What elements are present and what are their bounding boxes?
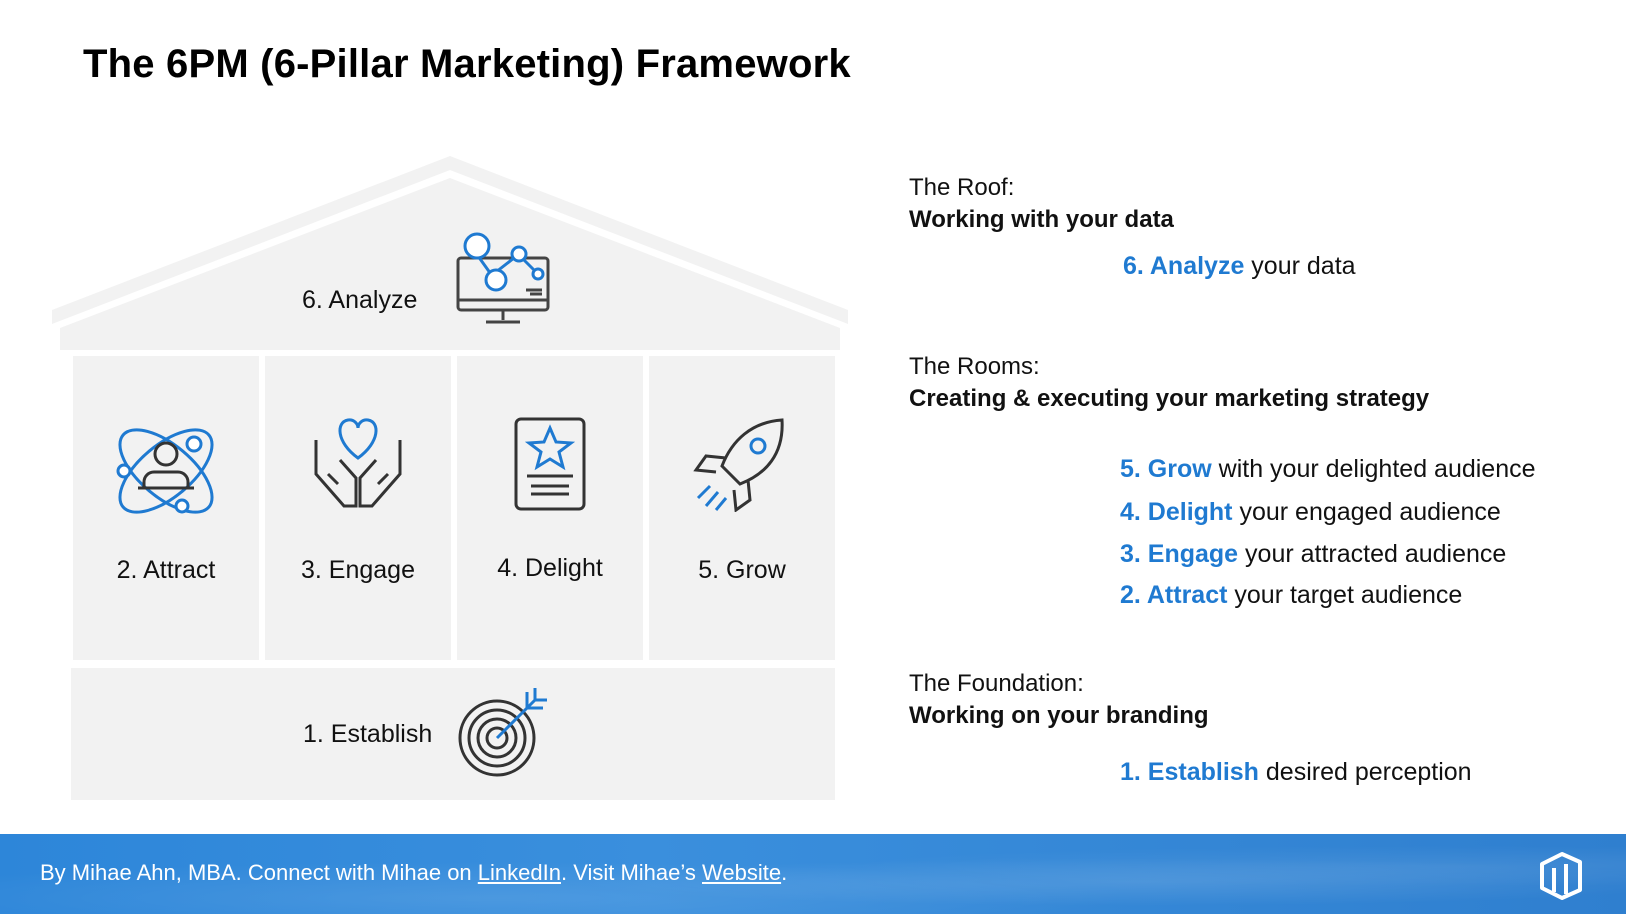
foundation-heading: The Foundation:: [909, 670, 1084, 697]
roof-subheading: Working with your data: [909, 206, 1174, 233]
foundation-subheading: Working on your branding: [909, 702, 1209, 729]
pillar-line-engage: 3. Engage your attracted audience: [1120, 540, 1507, 568]
target-arrow-icon: [457, 686, 549, 783]
rooms-subheading: Creating & executing your marketing stra…: [909, 385, 1430, 412]
linkedin-link[interactable]: LinkedIn: [477, 860, 561, 885]
foundation: 1. Establish: [71, 668, 835, 800]
pillar-line-delight: 4. Delight your engaged audience: [1120, 498, 1501, 526]
room-attract: 2. Attract: [73, 356, 259, 660]
footer-credit: By Mihae Ahn, MBA. Connect with Mihae on…: [40, 860, 788, 885]
house-diagram: 6. Analyze: [0, 0, 860, 810]
pillar-line-analyze: 6. Analyze your data: [1123, 252, 1356, 280]
pillar-line-establish: 1. Establish desired perception: [1120, 758, 1472, 786]
star-document-icon: [457, 416, 643, 526]
room-engage: 3. Engage: [265, 356, 451, 660]
pillar-line-attract: 2. Attract your target audience: [1120, 581, 1463, 609]
pillar-line-grow: 5. Grow with your delighted audience: [1120, 455, 1536, 483]
rooms-heading: The Rooms:: [909, 353, 1040, 380]
room-grow: 5. Grow: [649, 356, 835, 660]
footer-bar: By Mihae Ahn, MBA. Connect with Mihae on…: [0, 834, 1626, 914]
room-delight: 4. Delight: [457, 356, 643, 660]
monitor-analytics-icon: [456, 232, 552, 331]
explanation-panel: The Roof: Working with your data 6. Anal…: [909, 0, 1609, 810]
hands-heart-icon: [265, 416, 451, 526]
roof-shape: [52, 156, 848, 350]
website-link[interactable]: Website: [702, 860, 782, 885]
room-delight-label: 4. Delight: [497, 554, 603, 582]
room-grow-label: 5. Grow: [698, 556, 786, 584]
room-engage-label: 3. Engage: [301, 556, 415, 584]
rocket-icon: [649, 416, 835, 526]
brand-logo-icon: [1536, 850, 1586, 905]
roof-heading: The Roof:: [909, 174, 1015, 201]
roof-label: 6. Analyze: [302, 286, 418, 314]
page-title: The 6PM (6-Pillar Marketing) Framework: [83, 42, 851, 86]
room-attract-label: 2. Attract: [116, 556, 216, 584]
foundation-label: 1. Establish: [303, 720, 433, 748]
atom-person-icon: [73, 416, 259, 526]
